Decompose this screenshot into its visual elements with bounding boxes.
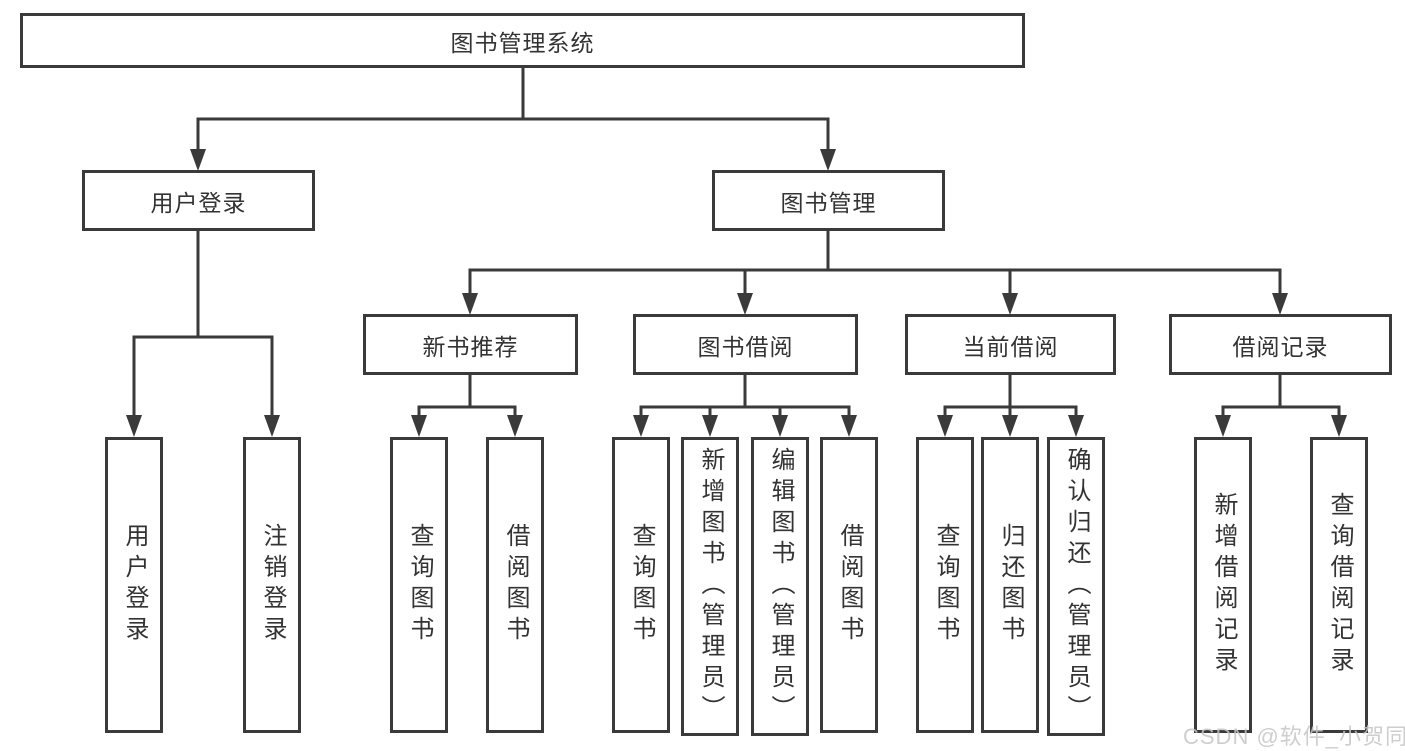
leaf-cb-query-books-label: 查询图书 <box>932 523 959 647</box>
leaf-br-query-record: 查询借阅记录 <box>1310 437 1368 733</box>
leaf-nb-query-books: 查询图书 <box>390 437 448 733</box>
node-borrow-records: 借阅记录 <box>1169 314 1392 375</box>
connector-current-borrow-split <box>943 375 1078 416</box>
node-current-borrow: 当前借阅 <box>905 314 1116 375</box>
node-book-management: 图书管理 <box>712 170 945 231</box>
leaf-user-login-label: 用户登录 <box>121 523 148 647</box>
leaf-bb-query-books: 查询图书 <box>612 437 670 733</box>
leaf-nb-query-books-label: 查询图书 <box>406 523 433 647</box>
leaf-bb-query-books-label: 查询图书 <box>628 523 655 647</box>
connector-root-split <box>196 68 830 150</box>
arrowheads-book-borrow-children <box>633 415 857 437</box>
leaf-cb-confirm-return-admin-label: 确认归还（管理员） <box>1063 447 1090 726</box>
leaf-cb-query-books: 查询图书 <box>916 437 974 733</box>
leaf-bb-add-books-admin-label: 新增图书（管理员） <box>697 447 724 726</box>
leaf-nb-borrow-books-label: 借阅图书 <box>502 523 529 647</box>
node-new-book-recommend: 新书推荐 <box>363 314 578 375</box>
arrowheads-borrow-records-children <box>1215 415 1347 437</box>
leaf-bb-edit-books-admin: 编辑图书（管理员） <box>751 437 809 736</box>
leaf-cb-return-books: 归还图书 <box>981 437 1039 733</box>
leaf-br-query-record-label: 查询借阅记录 <box>1326 492 1353 678</box>
leaf-logout: 注销登录 <box>243 437 301 733</box>
connector-book-management-split <box>468 231 1282 294</box>
arrowheads-level1 <box>190 149 836 171</box>
connector-borrow-records-split <box>1221 375 1341 416</box>
leaf-br-add-record-label: 新增借阅记录 <box>1210 492 1237 678</box>
arrowheads-current-borrow-children <box>937 415 1084 437</box>
arrowheads-new-book-children <box>411 415 523 437</box>
csdn-watermark: CSDN @软件_小贺同学 <box>1183 724 1405 749</box>
leaf-cb-confirm-return-admin: 确认归还（管理员） <box>1047 437 1105 736</box>
leaf-cb-return-books-label: 归还图书 <box>997 523 1024 647</box>
connector-book-borrow-split <box>639 375 851 416</box>
connector-user-login-split <box>132 231 274 416</box>
leaf-logout-label: 注销登录 <box>259 523 286 647</box>
leaf-bb-add-books-admin: 新增图书（管理员） <box>681 437 739 736</box>
leaf-nb-borrow-books: 借阅图书 <box>486 437 544 733</box>
node-book-borrow: 图书借阅 <box>633 314 858 375</box>
arrowheads-level2 <box>462 293 1288 315</box>
arrowheads-user-login-children <box>126 415 280 437</box>
leaf-bb-borrow-books-label: 借阅图书 <box>836 523 863 647</box>
connector-new-book-split <box>417 375 517 416</box>
node-user-login: 用户登录 <box>82 170 315 231</box>
leaf-user-login: 用户登录 <box>105 437 163 733</box>
leaf-bb-edit-books-admin-label: 编辑图书（管理员） <box>767 447 794 726</box>
node-library-management-system: 图书管理系统 <box>20 13 1025 68</box>
leaf-bb-borrow-books: 借阅图书 <box>820 437 878 733</box>
leaf-br-add-record: 新增借阅记录 <box>1194 437 1252 733</box>
